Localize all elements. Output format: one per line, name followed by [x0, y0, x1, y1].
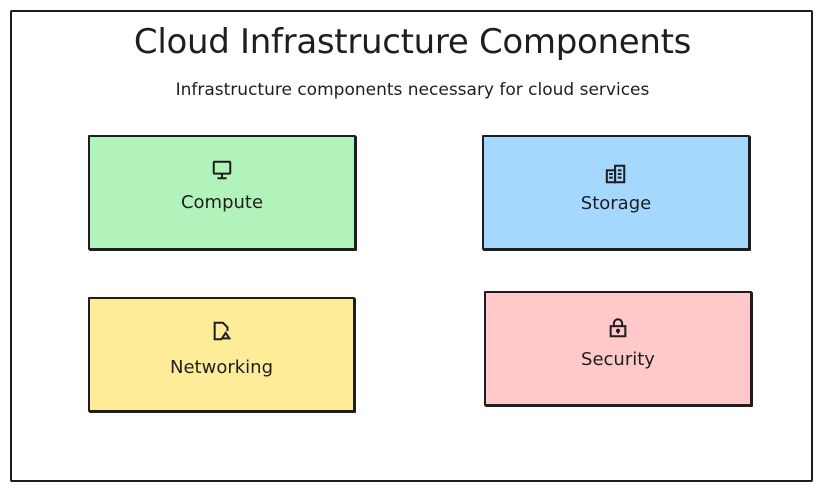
compute-card[interactable]: Compute — [88, 135, 356, 250]
file-network-icon — [213, 321, 231, 341]
security-label: Security — [581, 349, 655, 370]
diagram-subtitle: Infrastructure components necessary for … — [175, 80, 650, 100]
diagram-frame — [10, 10, 813, 482]
server-building-icon — [605, 164, 626, 184]
monitor-icon — [212, 160, 232, 180]
security-card[interactable]: Security — [484, 291, 752, 406]
lock-icon — [609, 318, 627, 338]
compute-label: Compute — [180, 192, 264, 213]
networking-card[interactable]: Networking — [88, 297, 355, 412]
storage-label: Storage — [580, 193, 652, 214]
storage-card[interactable]: Storage — [482, 135, 750, 250]
diagram-title: Cloud Infrastructure Components — [133, 22, 692, 62]
networking-label: Networking — [170, 357, 273, 378]
